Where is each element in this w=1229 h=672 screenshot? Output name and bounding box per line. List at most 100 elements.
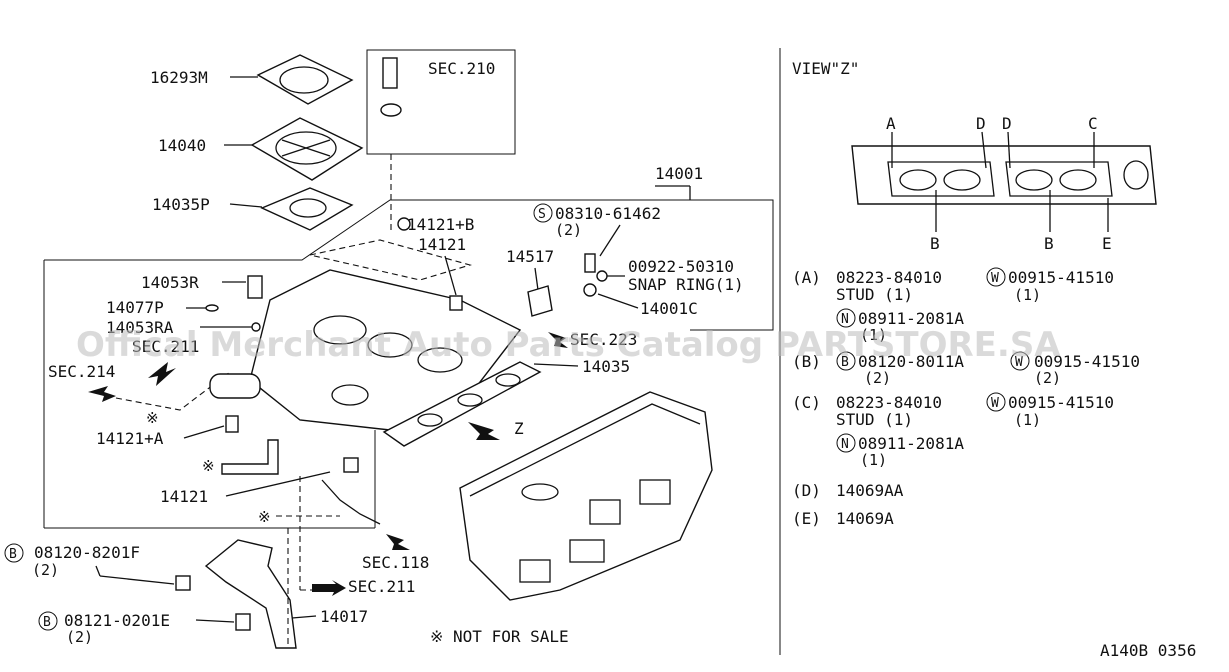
sec210-box <box>366 49 516 155</box>
svg-text:08911-2081A: 08911-2081A <box>858 434 964 453</box>
pipe-elbow <box>221 439 279 475</box>
label-s08310-qty: (2) <box>555 221 582 239</box>
label-14053RA: 14053RA <box>106 318 174 337</box>
assembly-outline <box>44 199 774 331</box>
svg-text:(1): (1) <box>860 451 887 469</box>
label-14040: 14040 <box>158 136 206 155</box>
label-b08121-qty: (2) <box>66 628 93 646</box>
svg-text:N: N <box>841 437 849 452</box>
label-14001: 14001 <box>655 164 703 183</box>
pipe-sec118 <box>321 479 381 525</box>
svg-text:08911-2081A: 08911-2081A <box>858 309 964 328</box>
circle-b-symbol-2 <box>38 611 58 631</box>
svg-text:W: W <box>1015 355 1023 370</box>
hose-center <box>209 373 261 399</box>
arrow-sec118 <box>386 534 410 550</box>
label-z: Z <box>514 419 524 438</box>
label-b08120: 08120-8201F <box>34 543 140 562</box>
valve-14517 <box>527 285 553 317</box>
not-for-sale-note: ※ NOT FOR SALE <box>430 627 569 646</box>
svg-text:14069AA: 14069AA <box>836 481 904 500</box>
label-14077P: 14077P <box>106 298 164 317</box>
asterisk-mark-1: ※ <box>146 409 159 427</box>
cylinder-head <box>459 391 713 601</box>
svg-text:14069A: 14069A <box>836 509 894 528</box>
svg-text:00915-41510: 00915-41510 <box>1008 393 1114 412</box>
watermark: Offical Merchant Auto Parts Catalog PART… <box>76 325 1061 365</box>
asterisk-mark-2: ※ <box>202 457 215 475</box>
plug-14053R <box>247 275 263 299</box>
arrow-sec211-lower <box>312 580 346 596</box>
legend-a: (A) 08223-84010 W 00915-41510 STUD (1) (… <box>792 267 1114 344</box>
plug-14121A <box>225 415 239 433</box>
label-sec211-lower: SEC.211 <box>348 577 415 596</box>
arrow-sec223 <box>548 332 568 348</box>
bolt-b08121 <box>235 613 251 631</box>
arrow-sec211-upper <box>148 362 176 386</box>
legend-e: (E) 14069A <box>792 509 894 528</box>
gasket-14035P <box>260 187 354 231</box>
svg-text:08223-84010: 08223-84010 <box>836 268 942 287</box>
label-14121-top: 14121 <box>418 235 466 254</box>
bolt-08310 <box>584 253 596 273</box>
svg-text:(D): (D) <box>792 481 821 500</box>
svg-text:(E): (E) <box>792 509 821 528</box>
view-letter-e: E <box>1102 234 1112 253</box>
svg-text:08223-84010: 08223-84010 <box>836 393 942 412</box>
svg-text:W: W <box>991 396 999 411</box>
bolt-b08120 <box>175 575 191 591</box>
view-letter-b1: B <box>930 234 940 253</box>
label-14517: 14517 <box>506 247 554 266</box>
legend-d: (D) 14069AA <box>792 481 904 500</box>
svg-text:S: S <box>538 207 546 222</box>
svg-text:(C): (C) <box>792 393 821 412</box>
svg-text:B: B <box>43 615 51 630</box>
label-14121A: 14121+A <box>96 429 164 448</box>
circle-b-symbol-1 <box>4 543 24 563</box>
legend-c: (C) 08223-84010 W 00915-41510 STUD (1) (… <box>792 392 1114 469</box>
view-letter-b2: B <box>1044 234 1054 253</box>
svg-text:B: B <box>9 547 17 562</box>
label-14053R: 14053R <box>141 273 199 292</box>
label-16293M: 16293M <box>150 68 208 87</box>
svg-text:00915-41510: 00915-41510 <box>1008 268 1114 287</box>
label-14017: 14017 <box>320 607 368 626</box>
svg-text:(1): (1) <box>860 326 887 344</box>
asterisk-mark-3: ※ <box>258 508 271 526</box>
fitting-14001C <box>583 283 597 297</box>
svg-text:B: B <box>841 355 849 370</box>
svg-text:(1): (1) <box>1014 286 1041 304</box>
snapring-part <box>596 270 608 282</box>
label-sec210: SEC.210 <box>428 59 495 78</box>
label-14121B: 14121+B <box>407 215 474 234</box>
svg-text:STUD (1): STUD (1) <box>836 410 913 429</box>
label-14035P: 14035P <box>152 195 210 214</box>
legend-b: (B) B 08120-8011A (2) W 00915-41510 (2) <box>792 351 1140 387</box>
view-z-title: VIEW"Z" <box>792 59 859 78</box>
svg-text:(1): (1) <box>1014 411 1041 429</box>
sensor-part <box>382 57 398 89</box>
plug-14121B <box>397 217 411 231</box>
view-letter-c: C <box>1088 114 1098 133</box>
svg-text:(B): (B) <box>792 352 821 371</box>
hose-14121-low <box>343 457 359 473</box>
hose-14121 <box>449 295 463 311</box>
label-sec223: SEC.223 <box>570 330 637 349</box>
part-14077P <box>205 304 219 312</box>
label-b08121: 08121-0201E <box>64 611 170 630</box>
arrow-view-z <box>468 422 500 440</box>
svg-text:N: N <box>841 312 849 327</box>
arrow-sec214 <box>88 386 116 402</box>
label-14001C: 14001C <box>640 299 698 318</box>
svg-text:(2): (2) <box>864 369 891 387</box>
svg-text:00915-41510: 00915-41510 <box>1034 352 1140 371</box>
label-snapring: SNAP RING(1) <box>628 275 744 294</box>
sensor-washer <box>380 103 402 117</box>
label-14121-low: 14121 <box>160 487 208 506</box>
label-s08310: 08310-61462 <box>555 204 661 223</box>
svg-text:08120-8011A: 08120-8011A <box>858 352 964 371</box>
svg-text:(A): (A) <box>792 268 821 287</box>
label-sec211-upper: SEC.211 <box>132 337 199 356</box>
